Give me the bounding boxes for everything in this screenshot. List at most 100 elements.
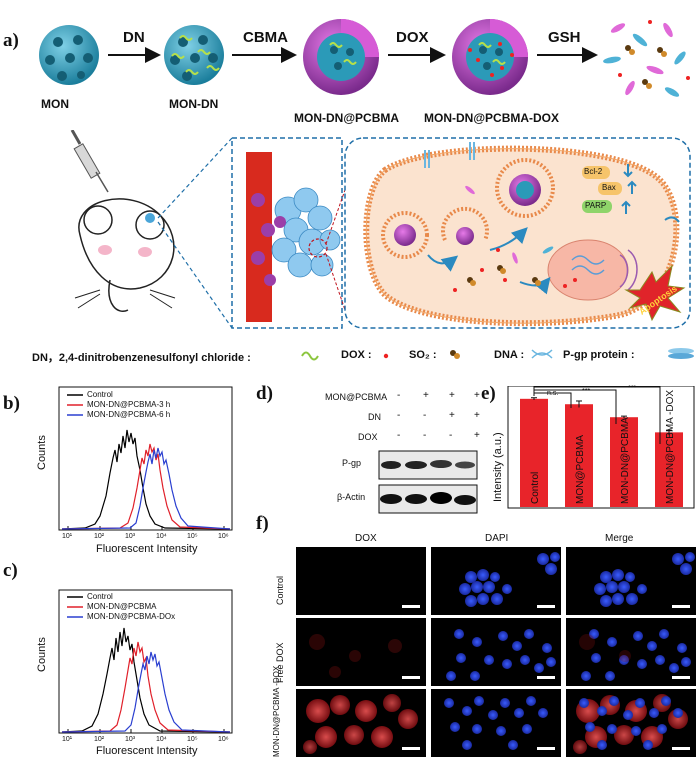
ylabel-c: Counts: [36, 637, 48, 672]
stage-label-mon-dn-pcbma: MON-DN@PCBMA: [294, 111, 400, 125]
bar-label-1: MON@PCBMA: [575, 435, 586, 504]
blot-row-label-1: DN: [368, 412, 381, 422]
ylabel-b: Counts: [36, 435, 48, 470]
xtick-b-4: 10⁵: [187, 533, 198, 540]
blot-mark-1-3: +: [474, 410, 480, 421]
panel-label-e: e): [481, 383, 496, 404]
label-bcl2: Bcl-2: [584, 167, 603, 176]
step-label-dn: DN: [123, 29, 145, 46]
cellular-mechanism-scheme: [70, 130, 691, 329]
legend-c-2: MON-DN@PCBMA-DOx: [87, 612, 176, 621]
blot-mark-0-3: +: [474, 390, 480, 401]
bcl2-pill: [582, 166, 610, 179]
trace-control-c: [61, 627, 231, 733]
tumor-cells: [271, 187, 341, 278]
step-label-dox: DOX: [396, 29, 429, 46]
micro-row-control: Control: [275, 575, 285, 605]
blot-mark-2-3: +: [474, 430, 480, 441]
stage-label-mon: MON: [41, 97, 69, 111]
legend-b-1: MON-DN@PCBMA-3 h: [87, 400, 171, 409]
mon-dn-pcbma-dox-sphere: [452, 19, 528, 95]
micro-row-nanoparticle: MON-DN@PCBMA -DOX: [272, 665, 281, 757]
trace-pcbma-c: [61, 641, 231, 733]
bar-2: [610, 417, 638, 507]
scalebar-control-dox: [402, 605, 420, 608]
legend-dna: DNA :: [494, 349, 525, 361]
blot-mark-2-2: -: [449, 430, 453, 441]
scalebar-np-merge: [672, 747, 690, 750]
bar-1: [565, 404, 593, 507]
xtick-c-5: 10⁶: [218, 736, 229, 743]
fluorescence-micrograph-grid: [296, 547, 696, 757]
xtick-c-4: 10⁵: [187, 736, 198, 743]
bax-pill: [598, 182, 622, 195]
xtick-c-1: 10²: [94, 736, 105, 743]
legend-so2-icon: [450, 350, 460, 359]
bar-label-2: MON-DN@PCBMA: [620, 417, 631, 504]
xtick-b-2: 10³: [125, 533, 136, 540]
legend-dn-icon: [301, 351, 319, 361]
blot-mark-0-0: -: [397, 390, 401, 401]
bar-label-3: MON-DN@PCBMA -DOX: [665, 390, 676, 504]
xtick-c-3: 10⁴: [156, 736, 167, 743]
scalebar-np-dox: [402, 747, 420, 750]
bar-label-0: Control: [530, 472, 541, 504]
mon-sphere: [39, 25, 99, 85]
panel-label-c: c): [3, 560, 18, 581]
panel-label-d: d): [256, 383, 273, 404]
trace-6h: [61, 447, 231, 530]
micro-col-merge: Merge: [605, 533, 634, 544]
bar-0: [520, 398, 548, 507]
scalebar-freedox-dox: [402, 676, 420, 679]
trace-dox-c: [61, 651, 231, 733]
stage-label-mon-dn-pcbma-dox: MON-DN@PCBMA-DOX: [424, 111, 560, 125]
legend-c-0: Control: [87, 592, 113, 601]
blot-mark-1-2: +: [449, 410, 455, 421]
released-fragments: [603, 20, 690, 97]
western-blot-bands: [378, 450, 478, 514]
micro-col-dapi: DAPI: [485, 533, 509, 544]
legend-dox-icon: [383, 353, 389, 359]
xtick-c-0: 10¹: [62, 736, 73, 743]
micro-freedox-dox: [296, 618, 426, 686]
scalebar-control-merge: [672, 605, 690, 608]
label-parp: PARP: [585, 201, 607, 210]
legend-pgp-icon: [668, 348, 694, 359]
blot-band-label-actin: β-Actin: [337, 492, 366, 502]
xtick-b-3: 10⁴: [156, 533, 167, 540]
sig-bracket-1: [533, 389, 617, 424]
micro-control-dox: [296, 547, 426, 615]
mon-dn-sphere: [164, 25, 224, 85]
parp-pill: [582, 200, 612, 213]
blot-mark-0-1: +: [423, 390, 429, 401]
legend-b-2: MON-DN@PCBMA-6 h: [87, 410, 171, 419]
micro-col-dox: DOX: [355, 533, 377, 544]
scalebar-freedox-merge: [672, 676, 690, 679]
apoptosis-burst: [624, 264, 686, 322]
stage-label-mon-dn: MON-DN: [169, 97, 219, 111]
blot-mark-2-1: -: [423, 430, 427, 441]
sig-bracket-2: [533, 386, 661, 444]
step-label-gsh: GSH: [548, 29, 581, 46]
synthesis-scheme: [39, 19, 690, 97]
blot-row-label-2: DOX: [358, 432, 378, 442]
ylabel-e: Intensity (a.u.): [492, 432, 504, 502]
legend-pgp: P-gp protein :: [563, 349, 635, 361]
legend-dox: DOX :: [341, 349, 372, 361]
label-bax: Bax: [602, 183, 616, 192]
bar-3: [655, 432, 683, 507]
xtick-b-0: 10¹: [62, 533, 73, 540]
sig-label-0: n.s.: [547, 390, 559, 397]
pgp-intensity-bar-chart: Control MON@PCBMA MON-DN@PCBMA MON-DN@PCBMA…: [507, 386, 695, 509]
scalebar-np-dapi: [537, 747, 555, 750]
legend-b-0: Control: [87, 390, 113, 399]
trace-control: [61, 429, 231, 530]
blot-mark-1-1: -: [423, 410, 427, 421]
mon-dn-pcbma-sphere: [303, 19, 379, 95]
xlabel-b: Fluorescent Intensity: [96, 543, 198, 555]
legend-dna-icon: [531, 349, 553, 359]
sig-label-2: ***: [628, 385, 637, 392]
sig-label-1: ***: [582, 388, 591, 395]
blot-mark-0-2: +: [449, 390, 455, 401]
chart-e-frame: [507, 386, 695, 509]
